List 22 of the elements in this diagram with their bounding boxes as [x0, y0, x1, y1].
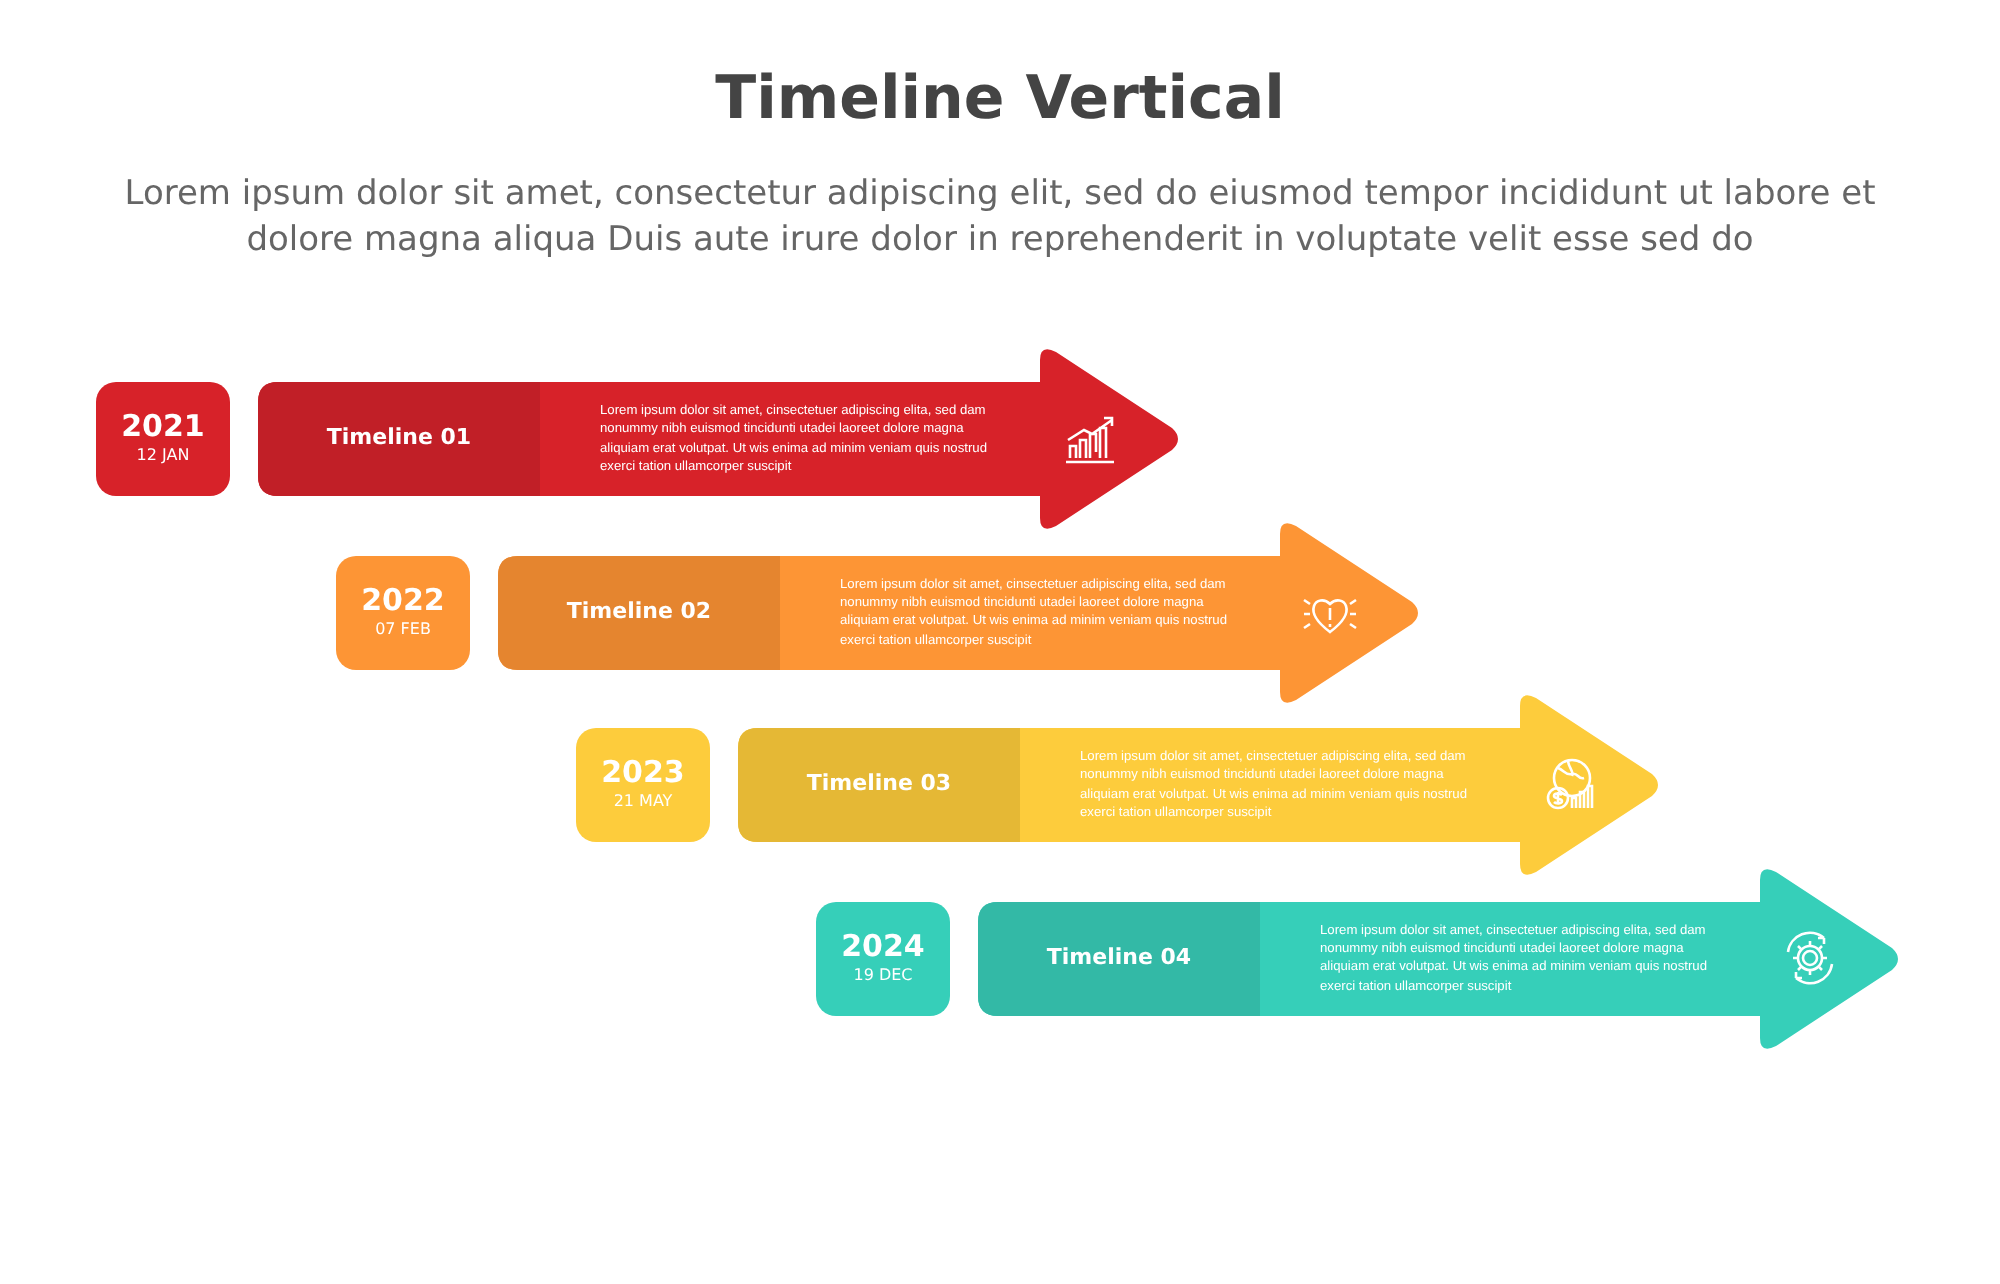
date-box	[336, 555, 470, 669]
date-box	[576, 728, 710, 842]
date-text: 07 FEB	[373, 619, 433, 639]
date-box	[816, 901, 950, 1015]
timeline-banner	[978, 863, 1904, 1053]
title: Timeline Vertical	[713, 64, 1287, 134]
timeline-title: Timeline 02	[564, 595, 714, 627]
timeline-banner	[498, 517, 1424, 707]
date-text: 21 MAY	[611, 792, 675, 812]
year-text: 2023	[599, 756, 687, 790]
year-text: 2021	[119, 410, 207, 444]
timeline-title: Timeline 03	[804, 768, 954, 800]
timeline-title: Timeline 04	[1044, 941, 1194, 973]
year-text: 2024	[839, 929, 927, 963]
year-text: 2022	[359, 583, 447, 617]
subtitle-text: Lorem ipsum dolor sit amet, consectetur adipiscing elit, sed do eiusmod tempor incididunt ut labore et dolore magna aliqua Duis aute irure dolor in reprehenderit in voluptate velit esse sed do	[122, 172, 1878, 264]
timeline-banner	[738, 690, 1664, 880]
date-text: 19 DEC	[851, 965, 915, 985]
timeline-banner	[258, 344, 1184, 534]
timeline-title: Timeline 01	[324, 422, 474, 454]
date-box	[96, 382, 230, 496]
date-text: 12 JAN	[134, 446, 192, 466]
